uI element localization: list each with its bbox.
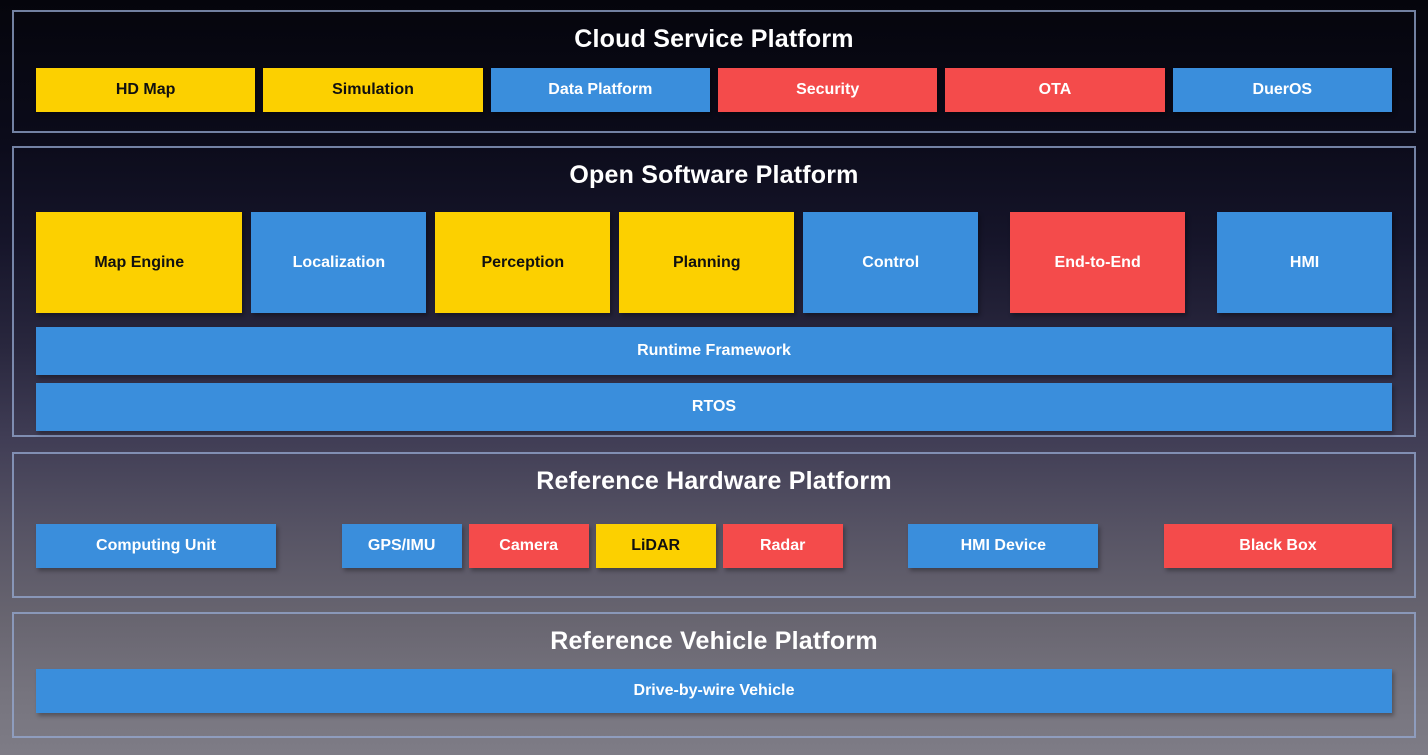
box-lidar: LiDAR — [595, 524, 716, 568]
box-end-to-end: End-to-End — [1010, 212, 1186, 313]
panel-reference-hardware-platform: Reference Hardware Platform Computing Un… — [12, 452, 1416, 598]
box-simulation: Simulation — [263, 68, 483, 112]
sensor-group: GPS/IMU Camera LiDAR Radar — [341, 524, 843, 568]
open-software-platform-title: Open Software Platform — [569, 161, 859, 189]
software-module-row: Map Engine Localization Perception Plann… — [36, 212, 1393, 313]
box-computing-unit: Computing Unit — [36, 524, 276, 568]
reference-vehicle-platform-title: Reference Vehicle Platform — [550, 627, 878, 655]
box-map-engine: Map Engine — [36, 212, 243, 313]
box-camera: Camera — [468, 524, 589, 568]
box-dueros: DuerOS — [1172, 68, 1392, 112]
box-data-platform: Data Platform — [490, 68, 710, 112]
box-gps-imu: GPS/IMU — [341, 524, 462, 568]
panel-open-software-platform: Open Software Platform Map Engine Locali… — [12, 146, 1416, 437]
box-hmi-device: HMI Device — [908, 524, 1099, 568]
box-black-box: Black Box — [1163, 524, 1392, 568]
box-hd-map: HD Map — [36, 68, 256, 112]
box-planning: Planning — [619, 212, 795, 313]
bar-rtos: RTOS — [36, 383, 1392, 431]
cloud-service-row: HD Map Simulation Data Platform Security… — [36, 68, 1392, 112]
hardware-row: Computing Unit GPS/IMU Camera LiDAR Rada… — [36, 524, 1392, 568]
box-hmi: HMI — [1217, 212, 1393, 313]
box-localization: Localization — [251, 212, 427, 313]
panel-cloud-service-platform: Cloud Service Platform HD Map Simulation… — [12, 10, 1416, 133]
box-perception: Perception — [435, 212, 611, 313]
bar-drive-by-wire-vehicle: Drive-by-wire Vehicle — [36, 669, 1392, 713]
cloud-service-platform-title: Cloud Service Platform — [574, 25, 854, 53]
panel-reference-vehicle-platform: Reference Vehicle Platform Drive-by-wire… — [12, 612, 1416, 738]
box-control: Control — [803, 212, 979, 313]
box-security: Security — [717, 68, 938, 112]
reference-hardware-platform-title: Reference Hardware Platform — [536, 467, 892, 495]
box-ota: OTA — [945, 68, 1165, 112]
bar-runtime-framework: Runtime Framework — [36, 327, 1392, 375]
box-radar: Radar — [722, 524, 843, 568]
